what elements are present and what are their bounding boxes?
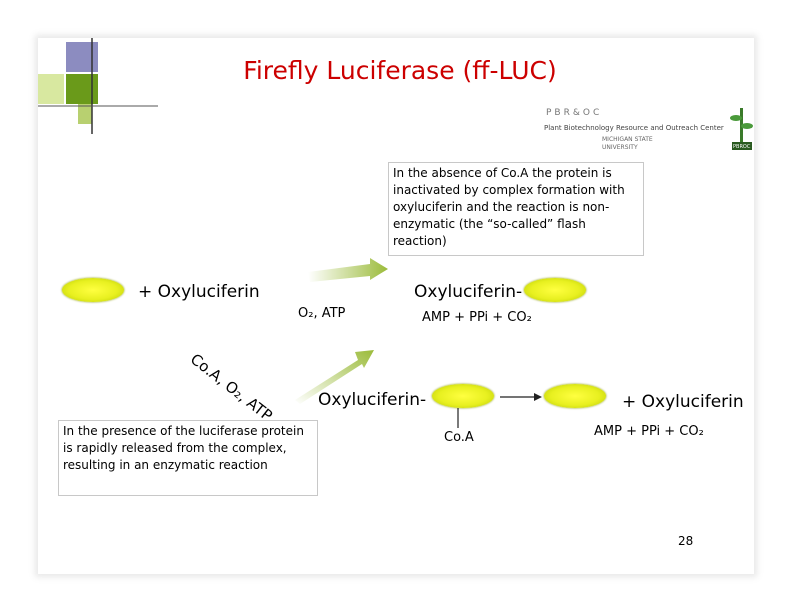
o2-atp-label: O₂, ATP xyxy=(298,306,346,321)
oxyluciferin-complex-bottom: Oxyluciferin- xyxy=(318,390,427,410)
page-number: 28 xyxy=(678,534,694,548)
luciferase-oval-right xyxy=(544,384,606,408)
coa-bottom-label: Co.A xyxy=(444,430,474,445)
arrow-top xyxy=(308,258,388,282)
plus-oxyluciferin-bottom: + Oxyluciferin xyxy=(622,392,744,412)
plant-icon xyxy=(730,108,753,150)
logo-line3: MICHIGAN STATE xyxy=(602,136,653,143)
presence-note: In the presence of the luciferase protei… xyxy=(58,420,318,496)
absence-note: In the absence of Co.A the protein is in… xyxy=(388,162,644,256)
logo-line2: Plant Biotechnology Resource and Outreac… xyxy=(544,124,724,132)
amp-ppi-top: AMP + PPi + CO₂ xyxy=(422,310,532,325)
slide-title: Firefly Luciferase (ff-LUC) xyxy=(243,56,557,85)
decorative-squares xyxy=(38,38,158,134)
logo-line1: PBR&OC xyxy=(546,108,603,118)
logo-badge: PBROC xyxy=(733,144,751,150)
luciferase-oval-top-right xyxy=(524,278,586,302)
arrow-diagonal xyxy=(295,350,374,404)
luciferase-oval-middle xyxy=(432,384,494,408)
plus-oxyluciferin-top: + Oxyluciferin xyxy=(138,282,260,302)
luciferase-oval-left xyxy=(62,278,124,302)
pbroc-logo: PBR&OC Plant Biotechnology Resource and … xyxy=(540,104,753,156)
amp-ppi-bottom: AMP + PPi + CO₂ xyxy=(594,424,704,439)
logo-line4: UNIVERSITY xyxy=(602,144,638,151)
oxyluciferin-complex-top: Oxyluciferin- xyxy=(414,282,523,302)
